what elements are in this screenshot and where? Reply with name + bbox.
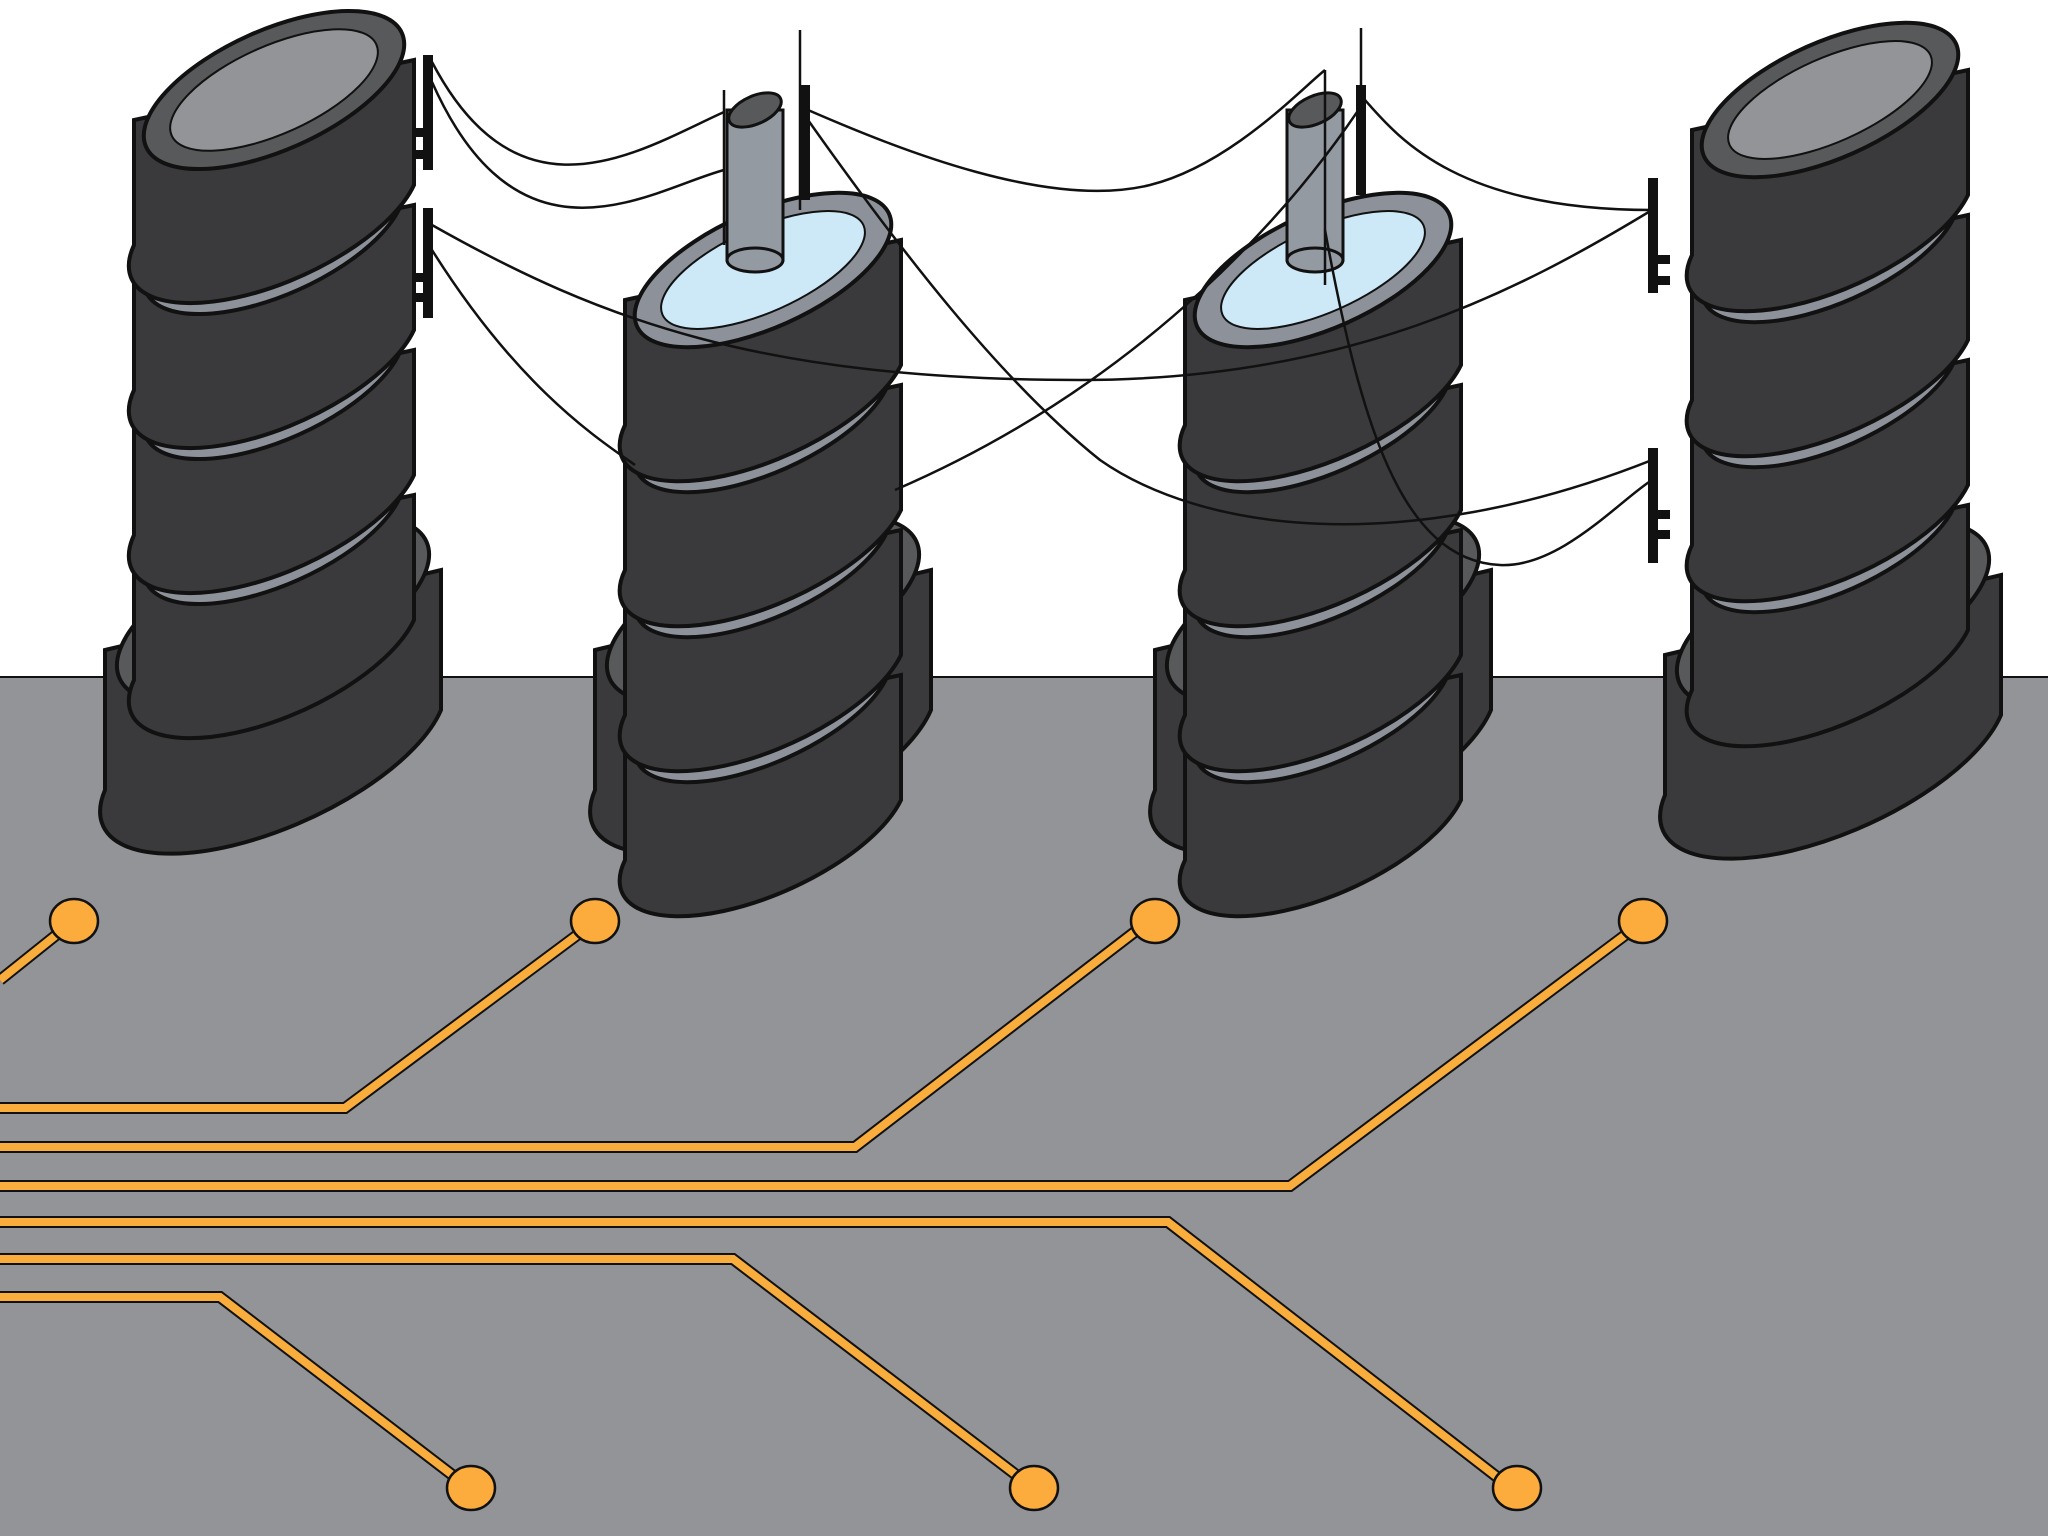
cable-wire-icon bbox=[430, 249, 636, 467]
server-tower-3 bbox=[1148, 91, 1493, 919]
cable-wire-icon bbox=[894, 99, 1367, 492]
trace-endpoint bbox=[48, 897, 100, 945]
cable-wire-icon bbox=[430, 81, 725, 209]
connector-bracket bbox=[1656, 530, 1670, 539]
connector-bracket bbox=[1656, 510, 1670, 519]
cable-wire-icon bbox=[431, 208, 1653, 382]
server-tower-1 bbox=[98, 8, 443, 856]
connector-bracket bbox=[423, 208, 433, 318]
trace-endpoint bbox=[1491, 1464, 1543, 1512]
connector-bracket bbox=[1356, 85, 1366, 195]
cable-wire-icon bbox=[807, 69, 1326, 193]
antenna-pole-icon bbox=[725, 108, 785, 262]
connector-bracket bbox=[412, 128, 426, 137]
antenna-base bbox=[725, 246, 785, 274]
connector-bracket bbox=[412, 273, 426, 282]
connector-bracket bbox=[412, 150, 426, 159]
trace-endpoint bbox=[445, 1464, 497, 1512]
connector-bracket bbox=[423, 55, 433, 170]
connector-bracket bbox=[1656, 276, 1670, 285]
antenna-top bbox=[727, 91, 783, 129]
trace-endpoint bbox=[569, 897, 621, 945]
antenna-top bbox=[1287, 91, 1343, 129]
server-towers bbox=[98, 8, 2003, 919]
tower-window bbox=[1727, 40, 1933, 160]
connector-bracket bbox=[1656, 255, 1670, 264]
trace-endpoint bbox=[1008, 1464, 1060, 1512]
cable-wire-icon bbox=[1323, 229, 1653, 567]
cable-wire-icon bbox=[1364, 99, 1653, 212]
cable-connectors bbox=[412, 55, 1670, 563]
cable-wire-icon bbox=[430, 61, 725, 166]
server-tower-4 bbox=[1658, 20, 2003, 861]
connector-bracket bbox=[412, 293, 426, 302]
cable-wire-icon bbox=[806, 119, 1653, 526]
trace-endpoint bbox=[1129, 897, 1181, 945]
server-tower-2 bbox=[588, 91, 933, 919]
cable-wires bbox=[430, 61, 1653, 567]
connector-bracket bbox=[800, 85, 810, 200]
tower-window bbox=[169, 28, 379, 152]
antenna-base bbox=[1285, 246, 1345, 274]
trace-endpoint bbox=[1617, 897, 1669, 945]
antenna-pole-icon bbox=[1285, 108, 1345, 262]
connector-bracket bbox=[1648, 448, 1658, 563]
connector-bracket bbox=[1648, 178, 1658, 293]
circuit-traces bbox=[0, 897, 1669, 1512]
